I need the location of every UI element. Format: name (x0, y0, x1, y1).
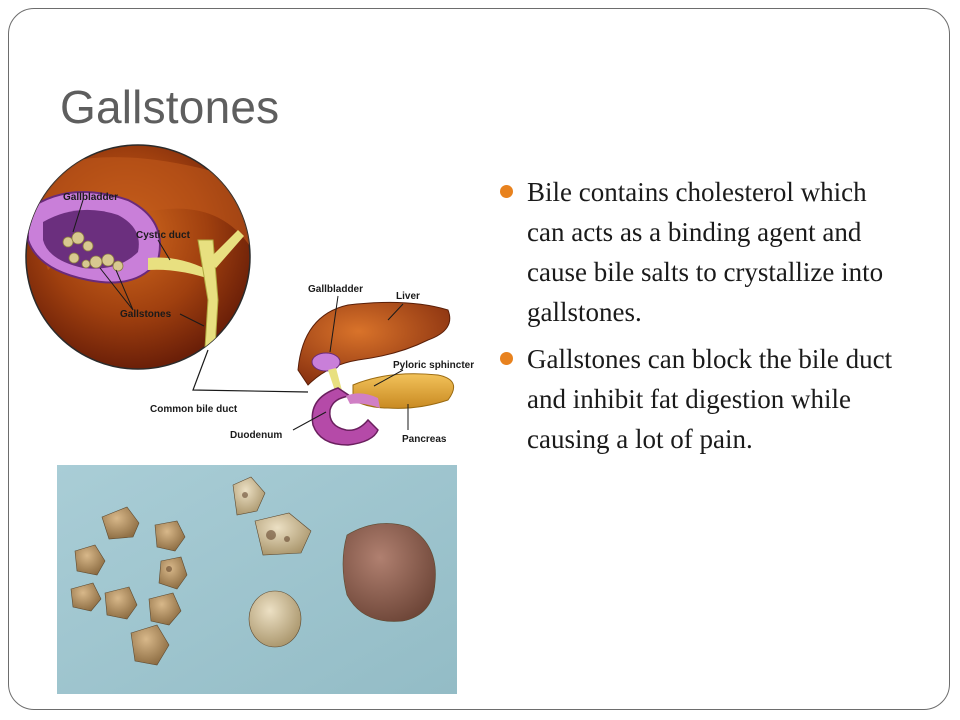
bullet-item: Gallstones can block the bile duct and i… (500, 339, 910, 459)
label-duodenum: Duodenum (230, 430, 282, 441)
gallbladder-anatomy-diagram: Gallbladder Cystic duct Gallstones Gallb… (25, 144, 474, 446)
bullet-text: Bile contains cholesterol which can acts… (527, 177, 884, 327)
leader-lines (292, 295, 409, 431)
label-gallstones: Gallstones (120, 309, 172, 320)
label-pancreas: Pancreas (402, 434, 447, 445)
inset-circle (25, 144, 251, 370)
connector-line (192, 349, 309, 393)
label-gallbladder-inset: Gallbladder (63, 192, 118, 203)
bullet-dot (500, 352, 513, 365)
liver-stomach-pancreas (297, 301, 455, 446)
bullet-text: Gallstones can block the bile duct and i… (527, 344, 893, 454)
gallstones-photo (57, 465, 457, 694)
label-gallbladder: Gallbladder (308, 284, 363, 295)
bullet-list: Bile contains cholesterol which can acts… (500, 172, 910, 466)
label-liver: Liver (396, 291, 420, 302)
label-common-bile-duct: Common bile duct (150, 404, 238, 415)
label-pyloric-sphincter: Pyloric sphincter (393, 360, 474, 371)
bullet-item: Bile contains cholesterol which can acts… (500, 172, 910, 332)
label-cystic-duct: Cystic duct (136, 230, 191, 241)
stones (70, 476, 436, 666)
slide-title: Gallstones (60, 81, 280, 133)
bullet-dot (500, 185, 513, 198)
